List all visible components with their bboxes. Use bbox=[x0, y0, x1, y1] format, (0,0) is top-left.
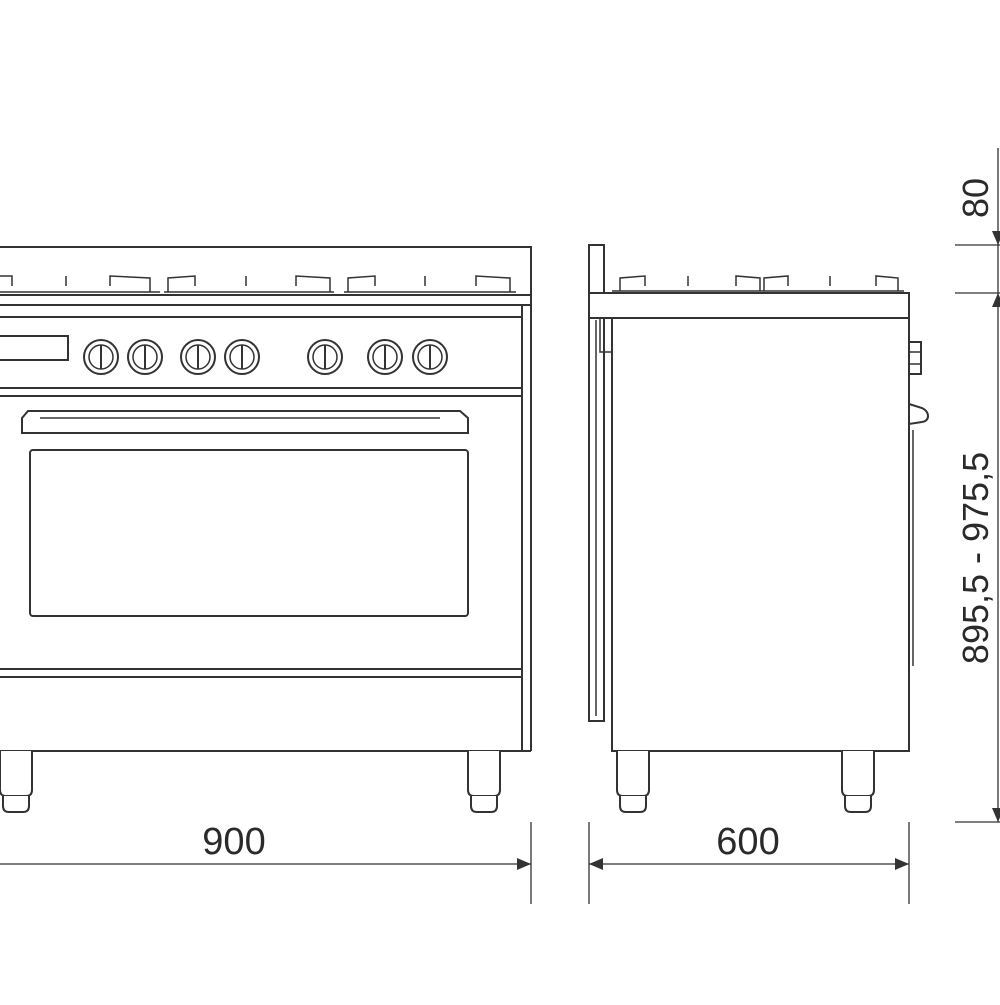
knob-6 bbox=[367, 339, 403, 375]
front-hob-band bbox=[0, 246, 532, 296]
side-handle bbox=[908, 402, 930, 426]
pan-supports bbox=[0, 275, 516, 293]
width-value: 900 bbox=[202, 821, 265, 863]
display-window bbox=[0, 335, 69, 361]
height-dimension: 80 895,5 - 975,5 bbox=[955, 148, 1000, 823]
depth-dimension: 600 bbox=[588, 821, 910, 904]
front-feet bbox=[0, 751, 501, 813]
knob-4 bbox=[224, 339, 260, 375]
front-view bbox=[0, 246, 532, 813]
storage-drawer bbox=[0, 676, 523, 752]
side-body bbox=[611, 317, 910, 752]
side-view bbox=[588, 244, 930, 813]
knob-7 bbox=[412, 339, 448, 375]
knob-1 bbox=[83, 339, 119, 375]
control-knobs bbox=[83, 339, 448, 375]
side-feet bbox=[616, 751, 875, 813]
width-dimension: 900 bbox=[0, 821, 532, 904]
side-hob-top bbox=[588, 292, 910, 319]
front-control-panel bbox=[0, 316, 523, 389]
oven-door-handle bbox=[21, 410, 469, 434]
knob-5 bbox=[307, 339, 343, 375]
oven-window bbox=[29, 449, 469, 617]
side-knob bbox=[908, 341, 922, 375]
depth-value: 600 bbox=[716, 821, 779, 863]
knob-3 bbox=[180, 339, 216, 375]
knob-2 bbox=[127, 339, 163, 375]
top-clearance-value: 80 bbox=[955, 178, 996, 218]
height-value: 895,5 - 975,5 bbox=[955, 452, 996, 664]
